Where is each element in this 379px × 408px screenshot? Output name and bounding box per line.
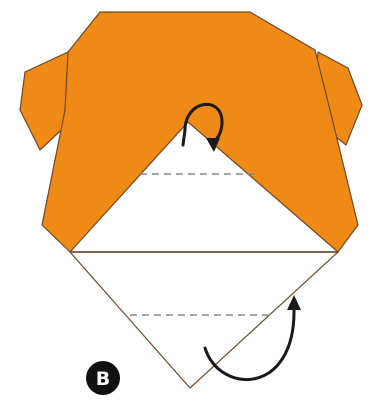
step-badge: B bbox=[86, 361, 120, 395]
mountain-fold-tail bbox=[183, 130, 185, 145]
step-label: B bbox=[96, 368, 110, 390]
